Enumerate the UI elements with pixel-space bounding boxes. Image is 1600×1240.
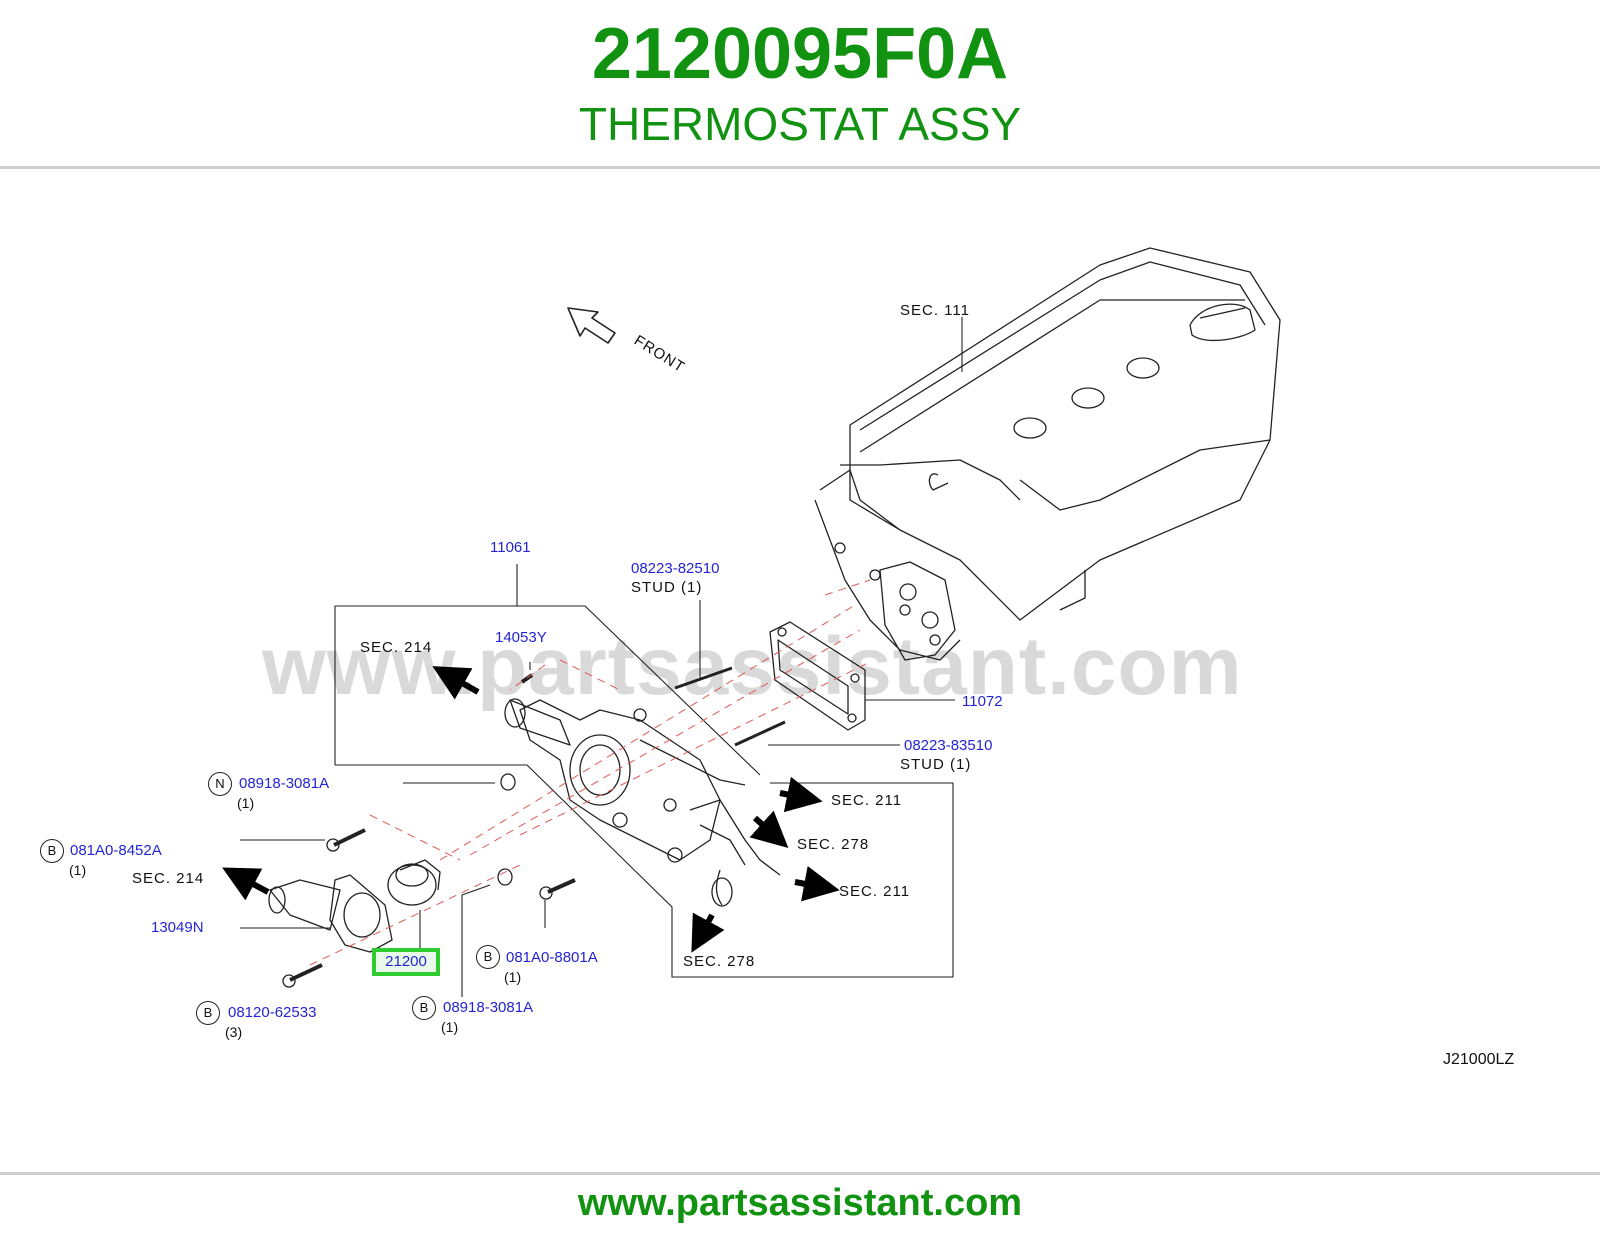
marker-b-62533: B xyxy=(196,1001,220,1025)
part-21200-highlighted-link[interactable]: 21200 xyxy=(372,948,440,976)
part-081a0-8452a-link[interactable]: 081A0-8452A xyxy=(70,842,162,859)
footer-site-link[interactable]: www.partsassistant.com xyxy=(577,1182,1023,1224)
sec-211-b-label: SEC. 211 xyxy=(839,883,911,900)
bolt-14053Y-drawing xyxy=(520,673,534,684)
qty-08918-3081a-b: (1) xyxy=(441,1019,459,1035)
stud-label-2: STUD (1) xyxy=(900,756,972,773)
sec-214-left-label: SEC. 214 xyxy=(132,870,205,887)
part-11061-link[interactable]: 11061 xyxy=(490,539,531,556)
page-header: 2120095F0A THERMOSTAT ASSY xyxy=(0,0,1600,168)
part-08918-3081a-b-link[interactable]: 08918-3081A xyxy=(443,999,534,1016)
sec-211-a-label: SEC. 211 xyxy=(831,792,903,809)
sec-278-a-label: SEC. 278 xyxy=(797,836,870,853)
top-divider xyxy=(0,166,1600,169)
part-081a0-8801a-link[interactable]: 081A0-8801A xyxy=(506,949,598,966)
part-13049n-link[interactable]: 13049N xyxy=(151,919,204,936)
parts-diagram: www.partsassistant.com xyxy=(0,200,1600,1150)
part-14053y-link[interactable]: 14053Y xyxy=(495,629,547,646)
qty-081a0-8452a: (1) xyxy=(69,862,87,878)
bottom-divider xyxy=(0,1172,1600,1175)
diagram-code: J21000LZ xyxy=(1443,1051,1515,1068)
engine-head-drawing xyxy=(814,247,1281,661)
part-11072-link[interactable]: 11072 xyxy=(962,693,1003,710)
thermostat-drawing xyxy=(387,859,441,906)
bolt-8801A-drawing xyxy=(547,878,576,894)
stud-82510-drawing xyxy=(674,666,733,690)
stud-83510-drawing xyxy=(734,720,786,747)
qty-08120-62533: (3) xyxy=(225,1024,243,1040)
part-08223-83510-link[interactable]: 08223-83510 xyxy=(904,737,993,754)
part-08120-62533-link[interactable]: 08120-62533 xyxy=(228,1004,317,1021)
diagram-drawing xyxy=(222,247,1281,997)
qty-081a0-8801a: (1) xyxy=(504,969,522,985)
sec-214-top-label: SEC. 214 xyxy=(360,639,433,656)
stud-label-1: STUD (1) xyxy=(631,579,703,596)
front-arrow-icon xyxy=(567,307,616,344)
part-08918-3081a-n-link[interactable]: 08918-3081A xyxy=(239,775,330,792)
nut-drawing xyxy=(500,773,516,791)
gasket-drawing xyxy=(769,621,866,731)
watermark: www.partsassistant.com xyxy=(262,621,1243,712)
thermostat-housing-drawing xyxy=(504,698,781,907)
sec-111-label: SEC. 111 xyxy=(900,302,970,319)
part-08223-82510-link[interactable]: 08223-82510 xyxy=(631,560,720,577)
part-number-title: 2120095F0A xyxy=(591,14,1009,94)
marker-b-8801a: B xyxy=(476,945,500,969)
bolt-8452A-drawing xyxy=(333,828,366,847)
marker-n: N xyxy=(208,772,232,796)
water-inlet-drawing xyxy=(268,874,393,953)
bolt-62533-drawing xyxy=(289,963,323,982)
part-name-subtitle: THERMOSTAT ASSY xyxy=(578,98,1022,150)
marker-b-8452a: B xyxy=(40,839,64,863)
marker-b-3081a: B xyxy=(412,996,436,1020)
qty-08918-3081a-n: (1) xyxy=(237,795,255,811)
sec-278-b-label: SEC. 278 xyxy=(683,953,756,970)
